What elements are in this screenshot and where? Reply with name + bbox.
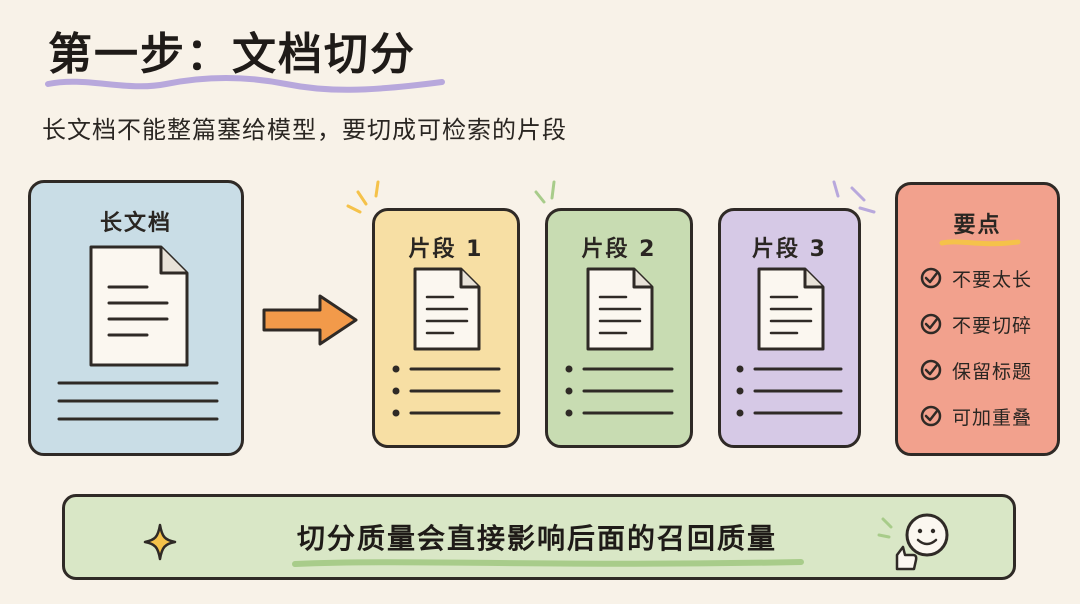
tip-item: 可加重叠 <box>920 401 1032 431</box>
tip-label: 不要太长 <box>952 268 1033 291</box>
right-arrow-icon <box>262 294 358 346</box>
sparkle-marks-1 <box>346 180 380 214</box>
title-underline <box>45 75 445 93</box>
segment-card-3: 片段 3 <box>718 208 861 448</box>
sparkle-marks-2 <box>534 180 556 204</box>
document-icon <box>89 245 189 367</box>
segment-card-1: 片段 1 <box>372 208 520 448</box>
tip-label: 不要切碎 <box>952 314 1033 337</box>
tip-item: 不要切碎 <box>920 309 1032 339</box>
document-icon <box>586 267 654 351</box>
summary-underline <box>292 559 804 567</box>
check-circle-icon <box>920 313 942 335</box>
tip-item: 不要太长 <box>920 263 1032 293</box>
tip-label: 保留标题 <box>952 360 1033 383</box>
segment-card-2: 片段 2 <box>545 208 693 448</box>
key-points-title: 要点 <box>953 213 1002 238</box>
bullet-list <box>736 365 843 417</box>
page-title: 第一步：文档切分 <box>48 29 416 80</box>
segment-label: 片段 2 <box>581 237 657 262</box>
bullet-list <box>392 365 501 417</box>
document-icon <box>413 267 481 351</box>
long-document-label: 长文档 <box>99 211 172 236</box>
document-text-lines <box>57 381 219 421</box>
sparkle-marks-3 <box>832 180 876 214</box>
segment-label: 片段 1 <box>408 237 484 262</box>
check-circle-icon <box>920 267 942 289</box>
subtitle: 长文档不能整篇塞给模型，要切成可检索的片段 <box>42 116 567 144</box>
check-circle-icon <box>920 359 942 381</box>
check-circle-icon <box>920 405 942 427</box>
bullet-list <box>565 365 674 417</box>
tip-label: 可加重叠 <box>952 406 1033 429</box>
sparkle-star-icon <box>143 523 177 561</box>
smiley-thumbs-up-icon <box>877 513 949 571</box>
document-icon <box>757 267 825 351</box>
segment-label: 片段 3 <box>752 237 827 262</box>
long-document-card: 长文档 <box>28 180 244 456</box>
key-points-card: 要点 不要太长 不要切碎 保留标题 可加重叠 <box>895 182 1060 456</box>
summary-text: 切分质量会直接影响后面的召回质量 <box>297 522 778 555</box>
summary-banner: 切分质量会直接影响后面的召回质量 <box>62 494 1016 580</box>
tip-item: 保留标题 <box>920 355 1032 385</box>
key-points-underline <box>939 239 1021 247</box>
